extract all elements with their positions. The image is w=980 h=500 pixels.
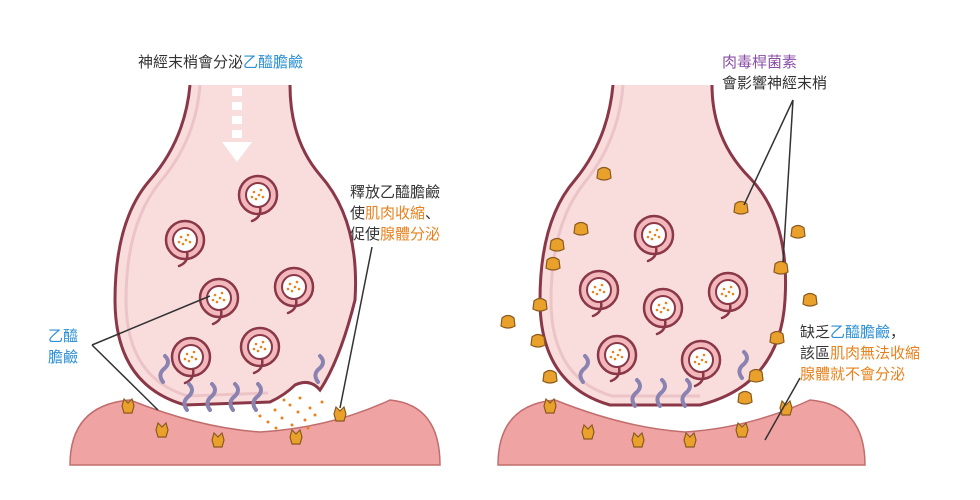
acetylcholine-side-label: 乙醯 膽鹼 — [48, 326, 78, 368]
toxin-particle-icon — [596, 166, 612, 181]
right-callout-line — [339, 246, 373, 409]
toxin-particle-icon — [790, 224, 806, 239]
down-arrow-icon — [222, 88, 252, 162]
toxin-particle-icon — [530, 333, 546, 348]
toxin-particle-icon — [748, 368, 764, 383]
right-synapse — [497, 84, 866, 466]
acetylcholine-side-label-line1: 乙醯 — [48, 327, 79, 345]
botulinum-toxin-label: 肉毒桿菌素 — [722, 53, 798, 71]
toxin-particle-icon — [549, 237, 565, 252]
toxin-particle-icon — [737, 390, 753, 405]
right-top-label: 肉毒桿菌素 會影響神經末梢 — [722, 52, 827, 94]
right-muscle-cell — [497, 399, 866, 466]
toxin-particle-icon — [545, 256, 561, 271]
toxin-particle-icon — [802, 292, 818, 307]
toxin-particle-icon — [500, 314, 516, 329]
left-callout-line — [91, 295, 211, 411]
release-label-line1: 釋放乙醯膽鹼 — [350, 183, 441, 201]
toxin-callout-line — [743, 99, 794, 263]
acetylcholine-receptor-icon — [333, 406, 347, 422]
toxin-particle-icon — [769, 330, 785, 345]
toxin-particle-icon — [773, 260, 789, 275]
left-nerve-terminal — [113, 84, 358, 407]
acetylcholine-side-label-line2: 膽鹼 — [48, 348, 79, 366]
right-bottom-label: 缺乏乙醯膽鹼， 該區肌肉無法收縮 腺體就不會分泌 — [800, 322, 920, 385]
released-acetylcholine — [258, 396, 324, 430]
toxin-particle-icon — [573, 221, 589, 236]
lack-label-line3: 腺體就不會分泌 — [800, 365, 906, 383]
affects-nerve-label: 會影響神經末梢 — [722, 74, 828, 92]
toxin-particle-icon — [542, 369, 558, 384]
toxin-particle-icon — [532, 297, 548, 312]
lack-label-line2: 該區肌肉無法收縮 — [800, 344, 921, 362]
release-label-line2: 使肌肉收縮、 — [350, 204, 441, 222]
bottom-callout-line — [764, 377, 801, 441]
left-muscle-cell — [69, 399, 441, 466]
lack-label-line1: 缺乏乙醯膽鹼， — [800, 323, 906, 341]
left-top-label-highlight: 乙醯膽鹼 — [243, 53, 304, 71]
left-right-label: 釋放乙醯膽鹼 使肌肉收縮、 促使腺體分泌 — [350, 182, 440, 245]
left-synapse — [69, 84, 441, 466]
left-top-label-text: 神經末梢會分泌 — [138, 53, 244, 71]
left-top-label: 神經末梢會分泌乙醯膽鹼 — [138, 52, 303, 73]
toxin-particle-icon — [733, 200, 749, 215]
release-label-line3: 促使腺體分泌 — [350, 225, 441, 243]
